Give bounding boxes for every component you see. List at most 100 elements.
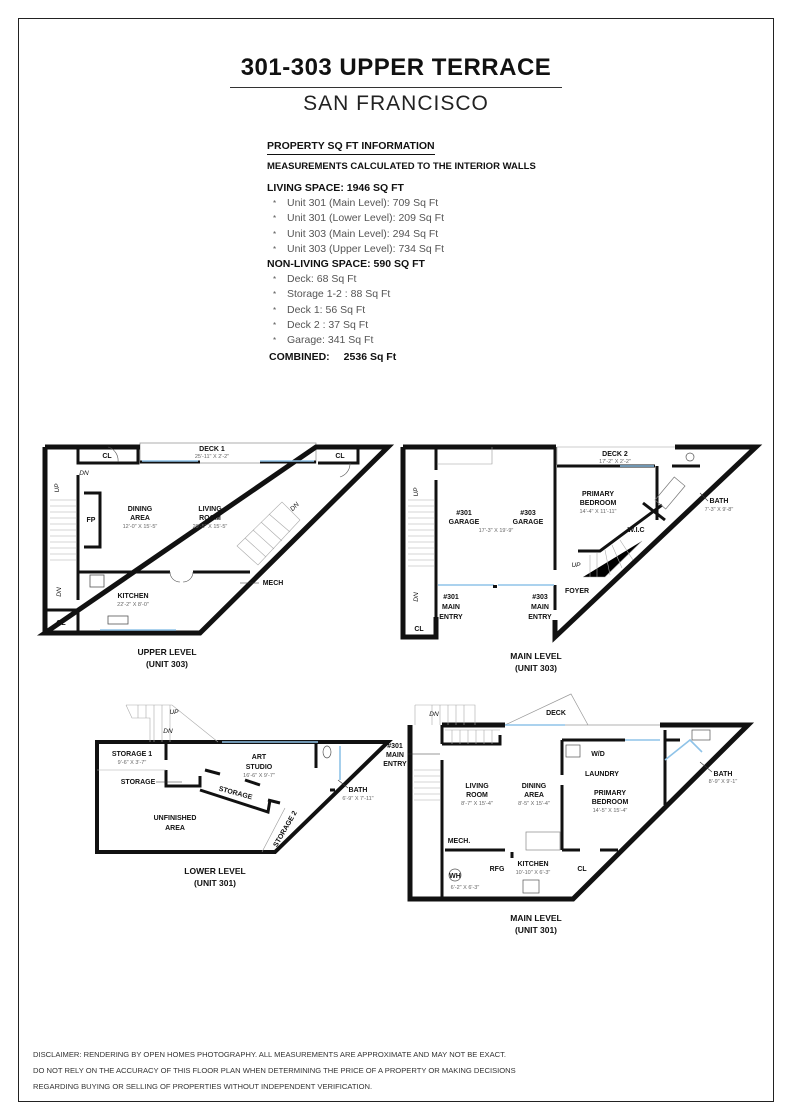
deck-label: DECK 2 bbox=[602, 451, 628, 458]
art-studio-label: STUDIO bbox=[246, 764, 273, 771]
leader-line bbox=[699, 761, 713, 773]
floor-plan-upper-level-303: DECK 1 25'-11" X 2'-2" CL CL CL DINING A… bbox=[36, 442, 395, 669]
sink-icon bbox=[691, 729, 711, 741]
entry-303-label: ENTRY bbox=[528, 614, 552, 621]
deck-outline bbox=[437, 446, 675, 465]
list-item: *Deck 2 : 37 Sq Ft bbox=[273, 319, 369, 332]
stair-down-label: DN bbox=[289, 501, 301, 513]
storage-1-dimensions: 9'-6" X 3'-7" bbox=[118, 760, 147, 766]
mech-label: MECH. bbox=[448, 838, 471, 845]
stairs-icon bbox=[414, 704, 500, 801]
closet-label: CL bbox=[335, 453, 345, 460]
living-room-dimensions: 8'-7" X 15'-4" bbox=[461, 801, 493, 807]
washer-dryer-icon bbox=[565, 744, 581, 758]
stairs-icon bbox=[50, 499, 301, 566]
sqft-info-block: PROPERTY SQ FT INFORMATION MEASUREMENTS … bbox=[267, 136, 587, 363]
bedroom-dimensions: 14'-4" X 11'-11" bbox=[580, 509, 617, 515]
stove-icon bbox=[522, 879, 540, 894]
fireplace-label: FP bbox=[87, 517, 96, 524]
kitchen-label: KITCHEN bbox=[117, 593, 148, 600]
list-item: *Garage: 341 Sq Ft bbox=[273, 334, 374, 347]
stairs-icon bbox=[125, 704, 219, 743]
garage-dimensions: 17'-3" X 19'-9" bbox=[479, 528, 514, 534]
bath-label: BATH bbox=[714, 771, 733, 778]
living-room-label: LIVING bbox=[465, 783, 489, 790]
plan-caption: (UNIT 303) bbox=[515, 663, 557, 673]
closet-label: CL bbox=[56, 620, 66, 627]
list-item: *Unit 301 (Main Level): 709 Sq Ft bbox=[273, 197, 439, 209]
list-item: *Deck 1: 56 Sq Ft bbox=[273, 303, 366, 316]
deck-outline bbox=[139, 442, 317, 464]
sqft-info-heading: PROPERTY SQ FT INFORMATION bbox=[267, 140, 435, 155]
living-room-dimensions: 29'-5" X 15'-5" bbox=[193, 524, 228, 530]
deck-label: DECK 1 bbox=[199, 446, 225, 453]
washer-dryer-label: W/D bbox=[591, 751, 605, 758]
windows bbox=[438, 465, 654, 586]
combined-total: COMBINED:2536 Sq Ft bbox=[269, 350, 397, 363]
floor-plan-lower-level-301: STORAGE 1 9'-6" X 3'-7" STORAGE ART STUD… bbox=[95, 704, 393, 888]
entry-303-label: #303 bbox=[532, 594, 548, 601]
water-heater-label: WH bbox=[449, 873, 461, 880]
mech-dimensions: 6'-2" X 6'-3" bbox=[451, 885, 480, 891]
list-item: *Unit 301 (Lower Level): 209 Sq Ft bbox=[273, 212, 444, 225]
bedroom-label: BEDROOM bbox=[592, 799, 629, 806]
stair-down-label: DN bbox=[56, 587, 63, 597]
art-studio-label: ART bbox=[252, 754, 267, 761]
dining-label: AREA bbox=[524, 792, 544, 799]
disclaimer-line: DO NOT RELY ON THE ACCURACY OF THIS FLOO… bbox=[33, 1066, 516, 1075]
closet-label: CL bbox=[102, 453, 112, 460]
entry-301-label: MAIN bbox=[386, 752, 404, 759]
floor-plan-main-level-301: DECK #301 MAIN ENTRY LIVING ROOM 8'-7" X… bbox=[383, 693, 755, 935]
property-title: 301-303 UPPER TERRACE bbox=[240, 54, 552, 81]
list-item: *Unit 303 (Upper Level): 734 Sq Ft bbox=[273, 242, 444, 255]
stair-up-label: UP bbox=[571, 562, 581, 569]
art-studio-dimensions: 16'-6" X 9'-7" bbox=[243, 773, 275, 779]
stair-down-label: DN bbox=[163, 728, 173, 735]
interior-walls bbox=[434, 447, 700, 620]
interior-walls bbox=[45, 447, 360, 633]
entry-301-label: #301 bbox=[387, 743, 403, 750]
page-border bbox=[18, 18, 774, 1102]
list-item: *Storage 1-2 : 88 Sq Ft bbox=[273, 288, 391, 301]
entry-301-label: ENTRY bbox=[439, 614, 463, 621]
non-living-space-heading: NON-LIVING SPACE: 590 SQ FT bbox=[267, 258, 425, 271]
plan-caption: UPPER LEVEL bbox=[137, 647, 196, 657]
bedroom-label: BEDROOM bbox=[580, 500, 617, 507]
exterior-walls bbox=[400, 444, 763, 643]
title-divider bbox=[230, 87, 562, 88]
bath-label: BATH bbox=[349, 787, 368, 794]
stair-up-label: UP bbox=[413, 487, 420, 497]
disclaimer: DISCLAIMER: RENDERING BY OPEN HOMES PHOT… bbox=[33, 1047, 516, 1095]
plan-caption: (UNIT 301) bbox=[194, 878, 236, 888]
disclaimer-line: REGARDING BUYING OR SELLING OF PROPERTIE… bbox=[33, 1082, 373, 1091]
kitchen-dimensions: 22'-2" X 8'-0" bbox=[117, 602, 149, 608]
exterior-walls bbox=[36, 444, 395, 636]
living-space-heading: LIVING SPACE: 1946 SQ FT bbox=[267, 182, 404, 194]
storage-1-label: STORAGE 1 bbox=[112, 751, 152, 758]
kitchen-label: KITCHEN bbox=[517, 861, 548, 868]
stove-icon bbox=[89, 574, 105, 588]
stair-up-label: UP bbox=[54, 483, 61, 493]
leader-line bbox=[337, 779, 349, 789]
bedroom-label: PRIMARY bbox=[594, 790, 626, 797]
walk-in-closet-label: W.I.C bbox=[627, 527, 644, 534]
deck-label: DECK bbox=[546, 710, 566, 717]
toilet-icon bbox=[685, 452, 695, 462]
storage-label: STORAGE bbox=[218, 786, 253, 802]
closet-label: CL bbox=[414, 626, 424, 633]
bath-dimensions: 8'-9" X 9'-1" bbox=[709, 779, 738, 785]
deck-dimensions: 25'-11" X 2'-2" bbox=[195, 454, 229, 460]
toilet-icon bbox=[322, 745, 332, 759]
closet-label: CL bbox=[577, 866, 587, 873]
entry-303-label: MAIN bbox=[531, 604, 549, 611]
stair-down-label: DN bbox=[79, 470, 89, 477]
door-swings bbox=[107, 446, 351, 583]
bath-dimensions: 7'-3" X 9'-8" bbox=[705, 507, 734, 513]
stair-up-label: UP bbox=[169, 709, 179, 716]
bedroom-label: PRIMARY bbox=[582, 491, 614, 498]
plan-caption: MAIN LEVEL bbox=[510, 913, 561, 923]
water-heater-icon bbox=[448, 868, 462, 882]
kitchen-island bbox=[525, 831, 561, 851]
garage-301-label: #301 bbox=[456, 510, 472, 517]
windows bbox=[505, 724, 703, 761]
